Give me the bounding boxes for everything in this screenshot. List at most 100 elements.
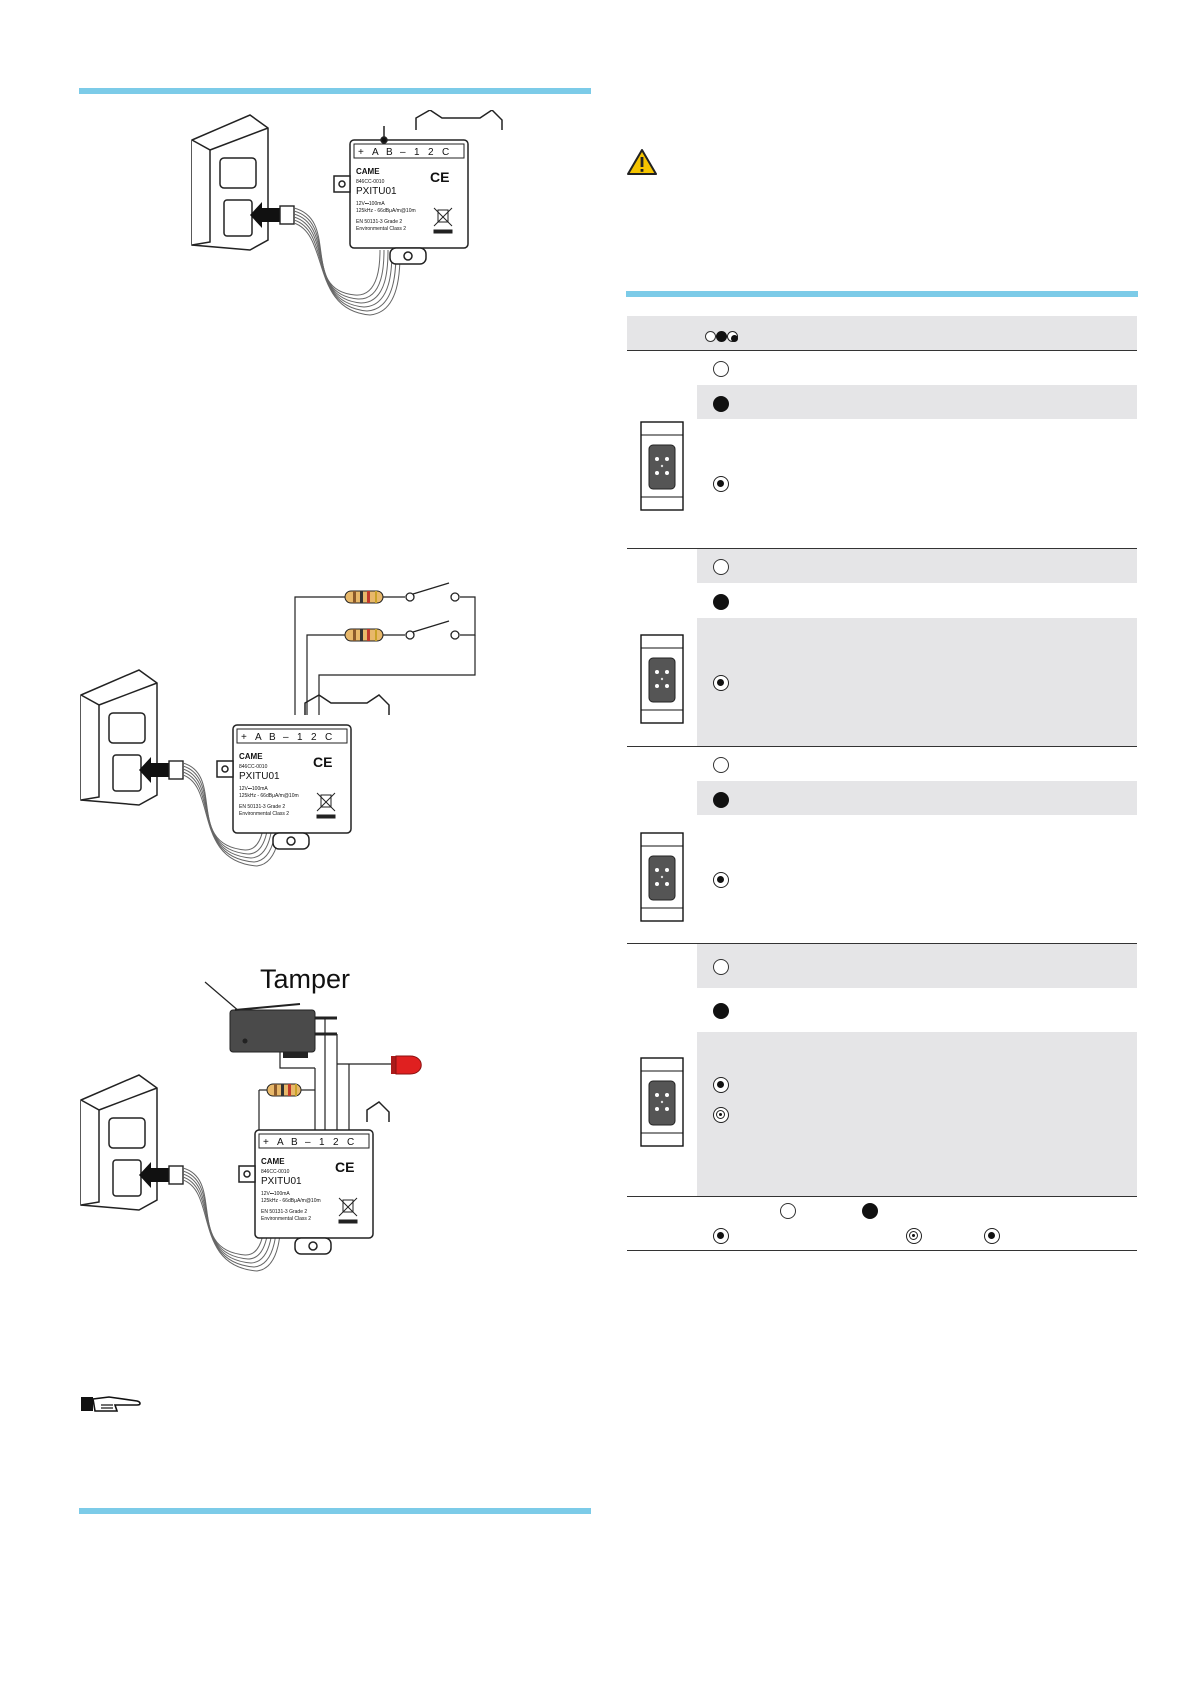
table-bottom-rule [627,1250,1137,1251]
terminal-minus: – [400,147,406,158]
terminal-2: 2 [311,732,317,743]
terminal-plus: + [263,1137,269,1148]
table-divider [627,1196,1137,1197]
led-on-icon [713,594,729,610]
table-divider [627,943,1137,944]
terminal-1: 1 [319,1137,325,1148]
legend-led-fast-blink-icon [906,1228,922,1244]
row-band [697,385,1137,419]
resistor-1-icon [344,590,384,604]
switch-2-icon [405,620,460,640]
led-blink-icon [713,872,729,888]
table-divider [627,350,1137,351]
red-led-icon [391,1055,422,1075]
ribbon-connector [168,760,184,780]
terminal-labels: + A B – 1 2 C [358,147,449,158]
ce-mark-icon: CE [430,169,449,185]
module-code: 846CC-0010 [356,179,385,185]
terminal-minus: – [305,1137,311,1148]
connection-diagram-1: + A B – 1 2 C CAME 846CC-0010 PXITU01 12… [191,110,503,316]
led-fast-blink-icon [713,1107,729,1123]
keypad-housing [80,1074,158,1211]
module-standard: EN 50131-3 Grade 2 [239,804,285,810]
ribbon-cable [293,207,401,316]
terminal-plus: + [241,732,247,743]
keypad-reader-icon [640,832,684,922]
module-brand: CAME [239,752,263,761]
led-on-icon [713,792,729,808]
switch-1-icon [405,582,460,602]
terminal-minus: – [283,732,289,743]
terminal-c: C [442,147,449,158]
tamper-label: Tamper [260,964,350,994]
keypad-reader-icon [640,421,684,511]
pointing-hand-icon [81,1396,141,1412]
terminal-2: 2 [333,1137,339,1148]
legend-led-off-icon [780,1203,796,1219]
led-off-icon [713,361,729,377]
row-band [697,618,1137,746]
terminal-a: A [372,147,379,158]
row-band [697,549,1137,583]
module-radio: 125kHz - 66dBμA/m@10m [239,793,299,799]
legend-led-blink-icon [713,1228,729,1244]
connection-diagram-3: Tamper [80,964,422,1272]
ribbon-connector [168,1165,184,1185]
row-band [697,944,1137,988]
led-off-icon [713,559,729,575]
terminal-1: 1 [414,147,420,158]
module-power: 12V⎓100mA [239,786,268,792]
weee-bin-icon [316,792,336,819]
led-blink-icon [713,1077,729,1093]
module-radio: 125kHz - 66dBμA/m@10m [356,208,416,214]
module-brand: CAME [356,167,380,176]
module-model: PXITU01 [239,771,280,782]
terminal-c: C [325,732,332,743]
led-off-icon [713,959,729,975]
terminal-c: C [347,1137,354,1148]
module-radio: 125kHz - 66dBμA/m@10m [261,1198,321,1204]
keypad-housing [191,114,269,251]
terminal-2: 2 [428,147,434,158]
led-on-icon [713,1003,729,1019]
module-env-class: Environmental Class 2 [239,811,289,817]
row-band [697,781,1137,815]
section-rule-right [626,291,1138,297]
module-code: 846CC-0010 [261,1169,290,1175]
terminal-a: A [255,732,262,743]
module-standard: EN 50131-3 Grade 2 [261,1209,307,1215]
terminal-plus: + [358,147,364,158]
tamper-lever [204,981,241,1013]
warning-triangle-icon [627,149,657,175]
module-power: 12V⎓100mA [261,1191,290,1197]
legend-led-blink-icon [984,1228,1000,1244]
module-label-text: CAME 846CC-0010 PXITU01 12V⎓100mA 125kHz… [356,167,416,232]
connection-diagram-2: + A B – 1 2 C CAME 846CC-0010 PXITU01 12… [80,582,476,867]
led-blink-icon [713,675,729,691]
resistor-2-icon [344,628,384,642]
led-off-icon [705,331,716,342]
row-band [697,1032,1137,1196]
keypad-housing [80,669,158,806]
table-divider [627,746,1137,747]
section-rule-top-left [79,88,591,94]
weee-bin-icon [338,1197,358,1224]
led-off-icon [713,757,729,773]
led-on-icon [716,331,727,342]
keypad-reader-icon [640,1057,684,1147]
insert-arrow-icon [250,202,280,228]
module-standard: EN 50131-3 Grade 2 [356,219,402,225]
insert-arrow-icon [139,1162,169,1188]
resistor-icon [266,1083,302,1097]
led-blink-icon [713,476,729,492]
terminal-a: A [277,1137,284,1148]
terminal-b: B [291,1137,298,1148]
keypad-reader-icon [640,634,684,724]
module-env-class: Environmental Class 2 [261,1216,311,1222]
terminal-b: B [386,147,393,158]
module-code: 846CC-0010 [239,764,268,770]
module-model: PXITU01 [261,1176,302,1187]
module-brand: CAME [261,1157,285,1166]
terminal-b: B [269,732,276,743]
led-table-header [627,316,1137,350]
